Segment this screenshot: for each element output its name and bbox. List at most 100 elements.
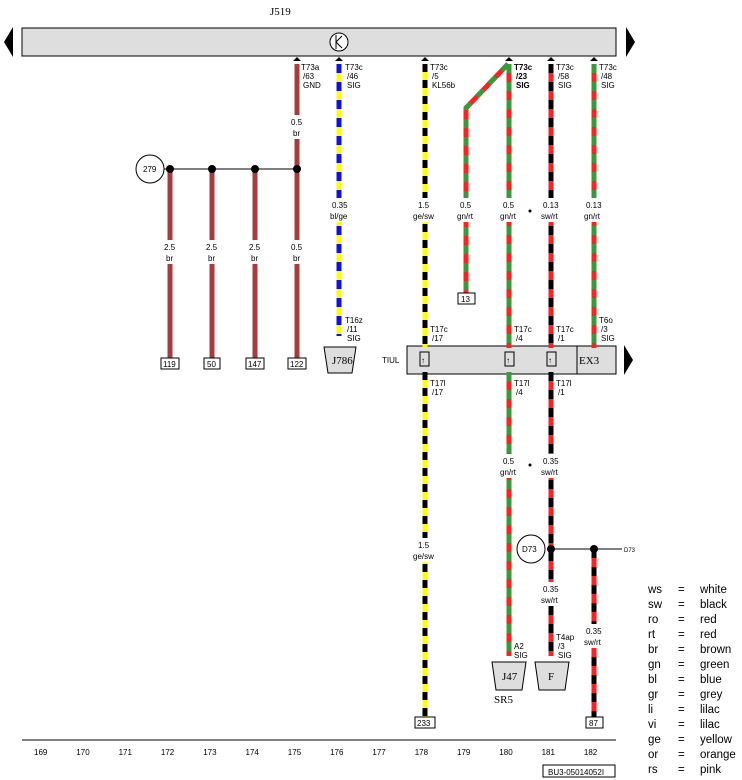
legend-eq: = — [678, 614, 685, 626]
label-gap — [328, 198, 352, 222]
legend-name: lilac — [700, 719, 720, 731]
wire-size: 1.5 — [418, 541, 430, 550]
splice-dot — [293, 165, 301, 173]
label-gap — [160, 240, 180, 264]
pin-cap-icon — [590, 57, 598, 61]
ground-symbol-icon — [329, 32, 349, 52]
wire-color: br — [251, 254, 258, 263]
wire-size: 0.5 — [503, 201, 515, 210]
pin-label: /1 — [558, 334, 565, 343]
wire-color: br — [166, 254, 173, 263]
terminal-box — [414, 716, 436, 729]
wire-color: ge/sw — [413, 212, 434, 221]
ground-point-label: 279 — [143, 165, 157, 174]
doc-number-box — [542, 764, 616, 778]
pin-label: SIG — [601, 334, 615, 343]
legend-code: br — [648, 644, 659, 656]
column-number: 180 — [499, 748, 513, 757]
splice-dot — [547, 545, 555, 553]
label-gap — [582, 624, 606, 648]
pin-label: /5 — [432, 72, 439, 81]
label-gap — [539, 454, 563, 478]
legend-row: rt=red — [648, 628, 736, 643]
pin-label: T16z — [345, 316, 363, 325]
pin-label: /17 — [432, 334, 444, 343]
legend-eq: = — [678, 749, 685, 761]
top-bus-bar — [21, 27, 617, 57]
tiul-label: TIUL — [382, 356, 400, 365]
legend-row: sw=black — [648, 598, 736, 613]
column-number: 179 — [457, 748, 471, 757]
label-gap — [287, 115, 307, 139]
legend-code: ws — [648, 584, 663, 596]
legend-code: rs — [648, 764, 658, 776]
wire-size: 0.35 — [543, 457, 559, 466]
connector-pin-box — [546, 351, 557, 367]
column-number: 182 — [584, 748, 598, 757]
label-gap — [539, 582, 563, 606]
wire-size: 0.5 — [291, 243, 303, 252]
legend-eq: = — [678, 644, 685, 656]
wire-color: br — [208, 254, 215, 263]
pin-label: SIG — [558, 81, 572, 90]
splice-label: D73 — [522, 545, 537, 554]
legend-row: bl=blue — [648, 673, 736, 688]
splice-dot — [166, 165, 174, 173]
wire-color: gn/rt — [500, 468, 517, 477]
pin-label: /46 — [347, 72, 359, 81]
pin-label: T6o — [599, 316, 613, 325]
bus-right-arrow — [626, 27, 635, 57]
pin-arrow-icon: ↑ — [506, 356, 510, 365]
pin-label: T17c — [556, 325, 574, 334]
wire-size: 0.5 — [503, 457, 515, 466]
pin-cap-icon — [505, 57, 513, 61]
module-label: F — [548, 671, 554, 683]
bus-left-arrow — [4, 27, 13, 57]
pin-label: T73c — [514, 63, 533, 72]
column-number: 178 — [415, 748, 429, 757]
module-j47 — [491, 661, 527, 691]
label-gap — [287, 240, 307, 264]
terminal-label: 147 — [248, 360, 262, 369]
column-number: 176 — [330, 748, 344, 757]
legend-name: white — [700, 584, 727, 596]
terminal-label: 122 — [290, 360, 304, 369]
pin-cap-icon — [335, 57, 343, 61]
pin-label: /3 — [601, 325, 608, 334]
column-number: 174 — [246, 748, 260, 757]
legend-eq: = — [678, 674, 685, 686]
legend-row: rs=pink — [648, 763, 736, 778]
pin-label: SIG — [514, 651, 528, 660]
ground-point-circle — [135, 154, 165, 184]
legend-row: gr=grey — [648, 688, 736, 703]
wire-size: 0.35 — [332, 201, 348, 210]
legend-eq: = — [678, 584, 685, 596]
pin-label: /1 — [558, 388, 565, 397]
legend-code: gr — [648, 689, 659, 701]
wire-size: 2.5 — [249, 243, 261, 252]
terminal-box — [457, 292, 476, 305]
wire-color: sw/rt — [541, 212, 559, 221]
legend-code: ge — [648, 734, 661, 746]
legend-eq: = — [678, 659, 685, 671]
pin-cap-icon — [547, 57, 555, 61]
terminal-box — [203, 357, 221, 370]
pin-label: T73c — [599, 63, 617, 72]
wire-size: 0.35 — [586, 627, 602, 636]
terminal-label: 50 — [207, 360, 216, 369]
wire-color: gn/rt — [500, 212, 517, 221]
legend-code: gn — [648, 659, 661, 671]
wire-size: 0.13 — [543, 201, 559, 210]
legend-code: li — [648, 704, 654, 716]
legend-row: ge=yellow — [648, 733, 736, 748]
label-gap — [245, 240, 265, 264]
pin-label: T17c — [514, 325, 532, 334]
pin-cap-icon — [293, 57, 301, 61]
legend-code: vi — [648, 719, 657, 731]
pin-label: /58 — [558, 72, 570, 81]
wire-color: ge/sw — [413, 552, 434, 561]
column-number: 181 — [542, 748, 556, 757]
